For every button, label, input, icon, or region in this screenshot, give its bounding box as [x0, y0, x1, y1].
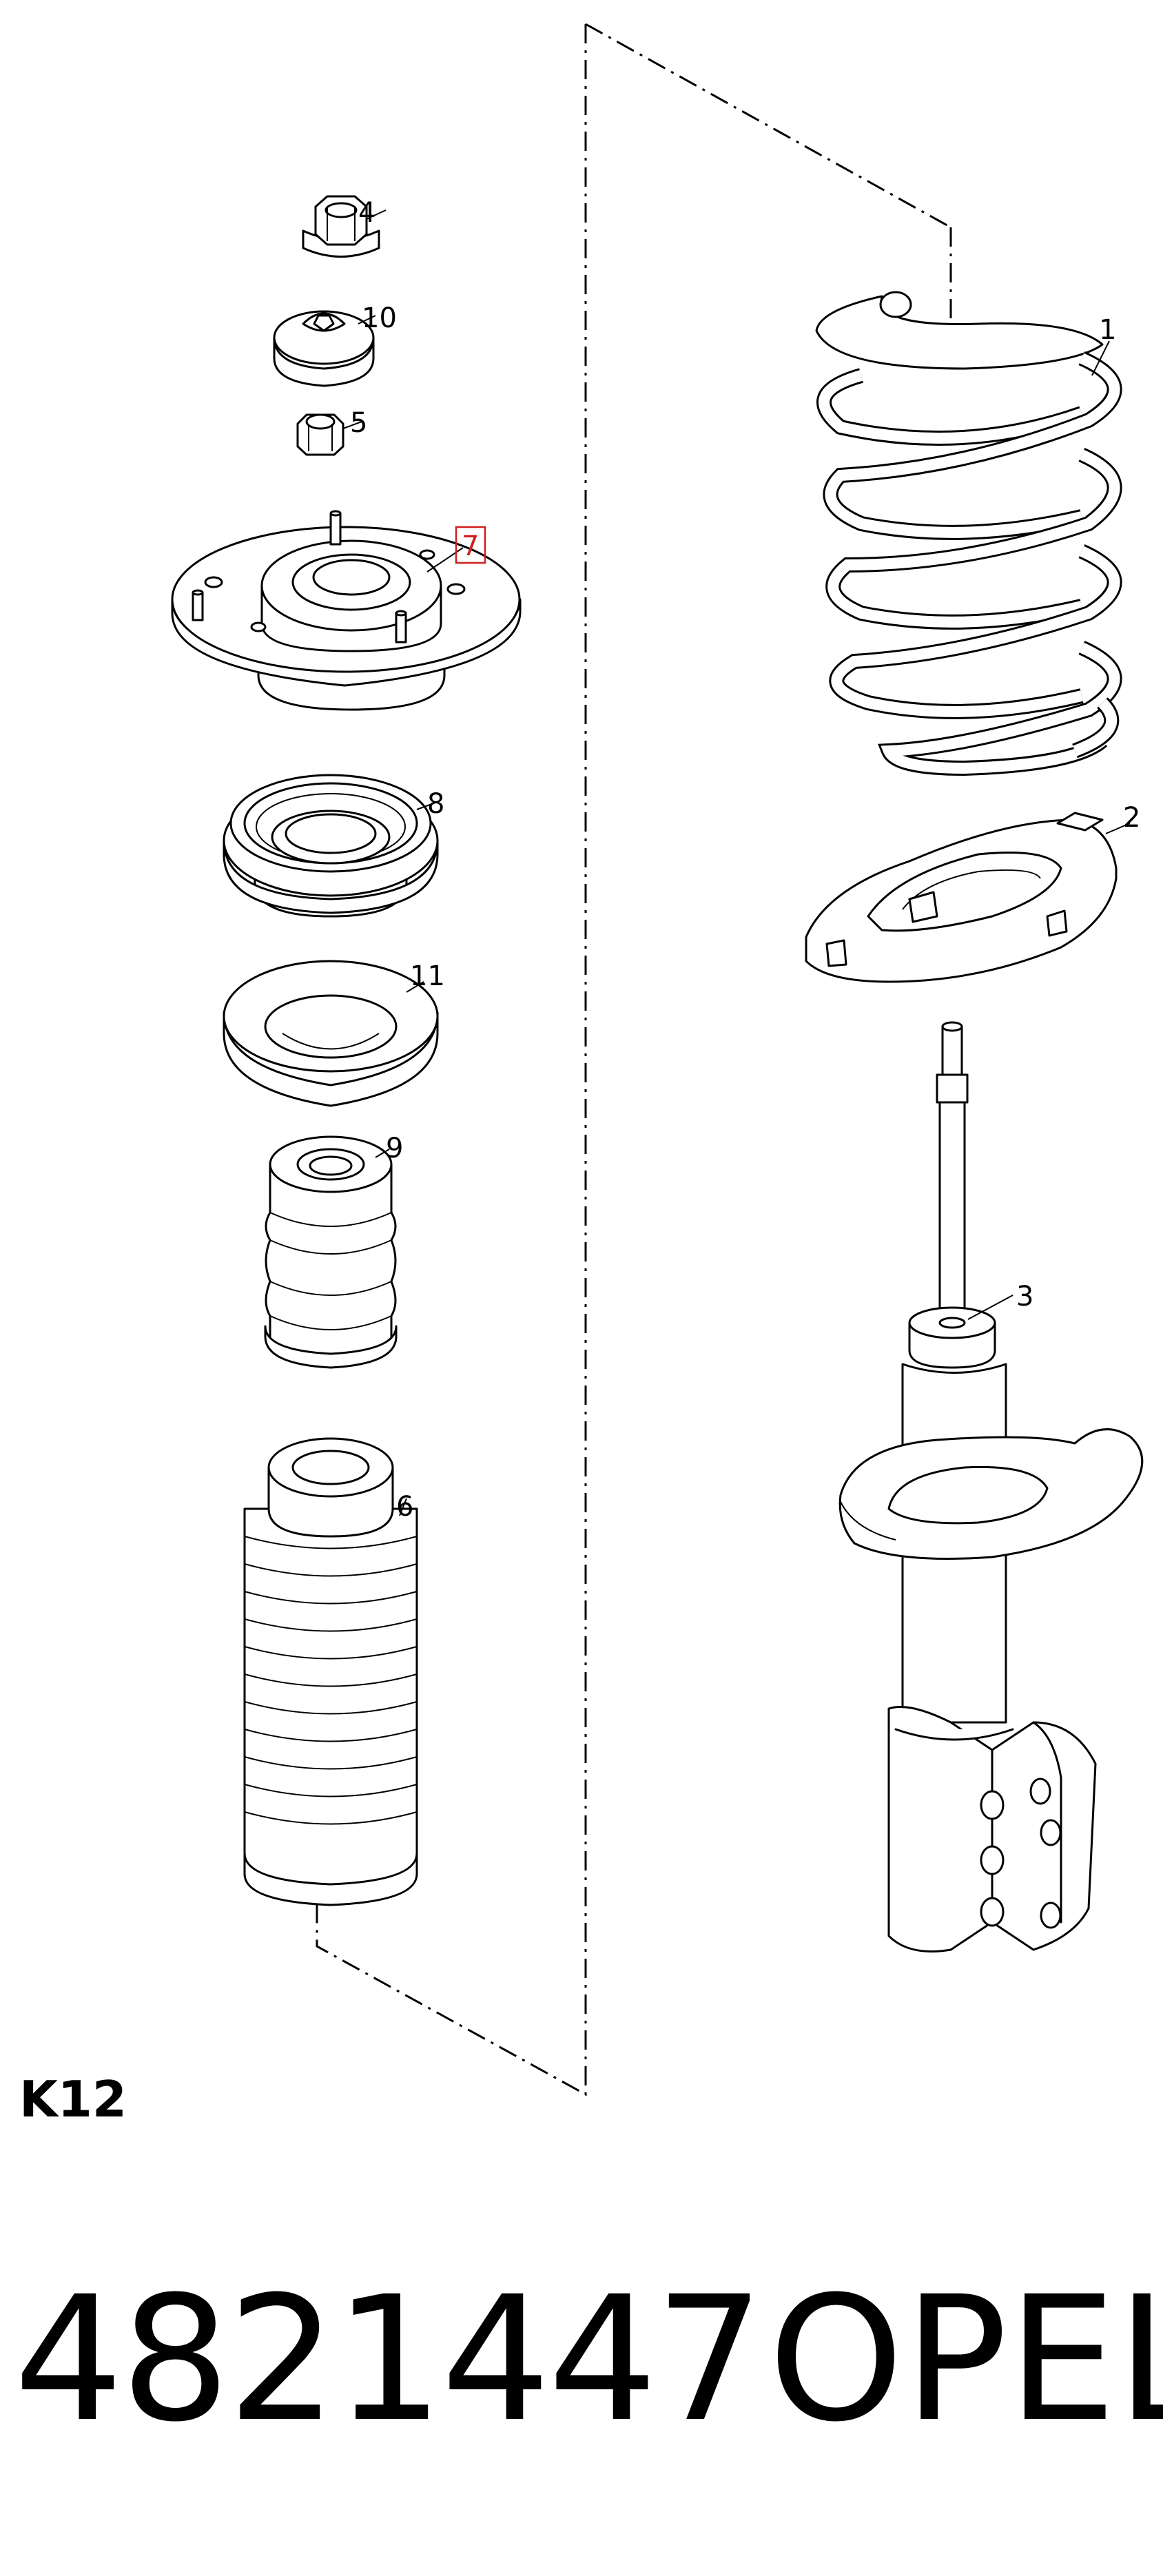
callout-7-highlight-box: [455, 526, 486, 564]
callout-5: 5: [350, 407, 367, 439]
brand-name: OPEL: [768, 2259, 1163, 2460]
dust-boot-ribs: [244, 1536, 418, 1825]
part-9-bump-stop: [264, 1135, 398, 1369]
callout-8: 8: [427, 788, 444, 820]
part-5-nut: [296, 413, 344, 456]
leader-line-2: [1105, 823, 1131, 834]
callout-6: 6: [396, 1491, 413, 1523]
leader-line-11: [406, 981, 424, 993]
callout-4: 4: [358, 197, 375, 229]
callout-10: 10: [362, 302, 397, 334]
callout-2: 2: [1123, 802, 1140, 834]
part-number: 4821447: [14, 2259, 764, 2460]
diagram-code: K12: [19, 2070, 127, 2128]
leader-line-8: [416, 802, 436, 810]
assembly-centerline: [316, 23, 952, 2096]
part-7-strut-mount: [171, 510, 522, 711]
leader-line-10: [358, 315, 376, 324]
leader-line-9: [375, 1148, 390, 1158]
part-1-coil-spring: [815, 291, 1122, 776]
leader-line-6: [399, 1498, 407, 1516]
callout-7: 7: [462, 530, 479, 562]
part-11-spring-seat: [223, 960, 439, 1107]
part-3-strut: [838, 1021, 1144, 1952]
leader-line-3: [967, 1295, 1013, 1320]
part-10-cap: [273, 310, 375, 387]
part-2-spring-pad: [805, 812, 1118, 983]
part-8-bearing: [223, 774, 439, 918]
leader-line-5: [342, 421, 362, 429]
callout-11: 11: [410, 960, 445, 992]
leader-line-4: [366, 209, 387, 220]
part-4-flange-nut: [302, 195, 380, 258]
part-6-dust-boot: [243, 1437, 418, 1906]
leader-line-1: [1091, 340, 1110, 376]
callout-3: 3: [1016, 1281, 1033, 1312]
leader-line-7: [426, 547, 464, 573]
callout-9: 9: [386, 1133, 403, 1164]
callout-1: 1: [1099, 314, 1116, 346]
